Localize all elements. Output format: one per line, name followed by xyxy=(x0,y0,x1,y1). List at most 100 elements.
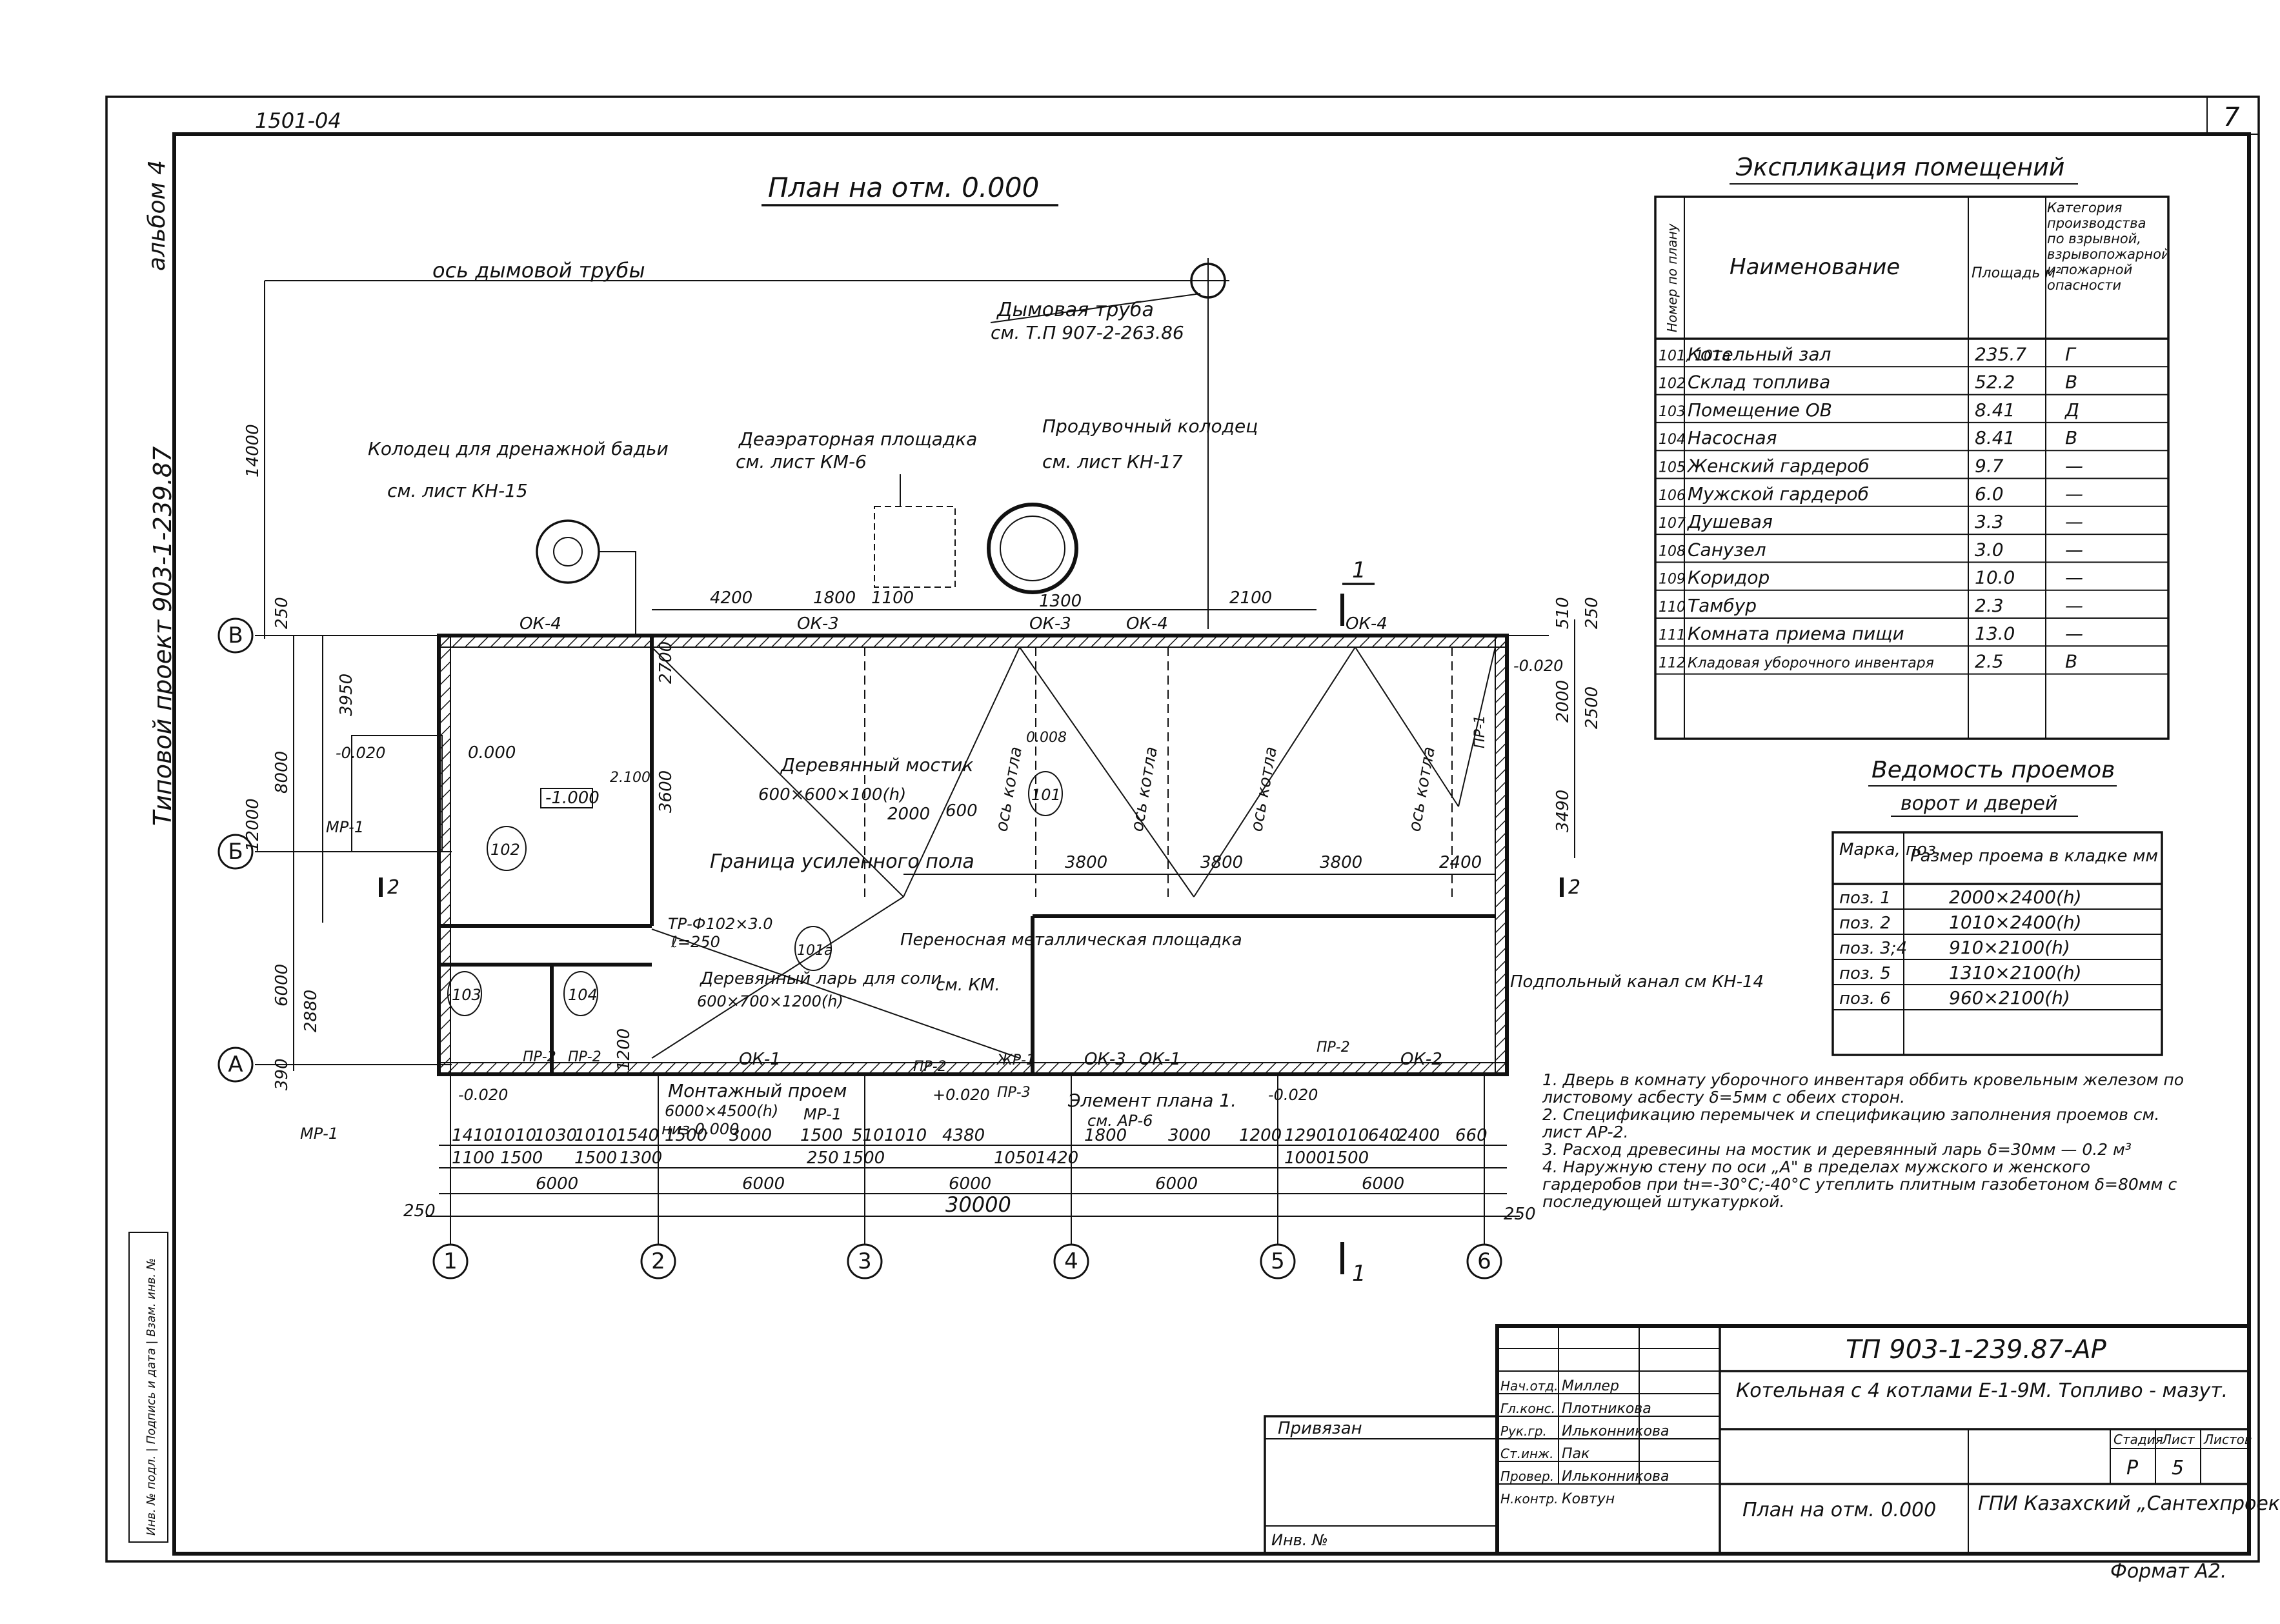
inner-frame xyxy=(172,132,2251,1556)
role-name: Ковтун xyxy=(1562,1491,1615,1507)
blowdown-ref: см. лист КН-17 xyxy=(1042,451,1183,472)
boiler-axis-1: ось котла xyxy=(992,745,1026,833)
blowdown-label: Продувочный колодец xyxy=(1042,416,1258,437)
svg-text:1500: 1500 xyxy=(842,1148,885,1168)
table-cell: 960×2100(h) xyxy=(1949,987,2070,1008)
svg-text:2000: 2000 xyxy=(1553,680,1573,723)
table-cell: Комната приема пищи xyxy=(1688,623,1904,644)
svg-text:510: 510 xyxy=(1553,597,1573,629)
svg-text:1200: 1200 xyxy=(1239,1126,1282,1145)
svg-text:102: 102 xyxy=(490,841,520,859)
svg-text:6000: 6000 xyxy=(1155,1174,1198,1194)
mount-opening: Монтажный проем xyxy=(668,1080,847,1101)
svg-text:1410: 1410 xyxy=(452,1126,494,1145)
table-cell: поз. 3;4 xyxy=(1839,939,1907,958)
svg-text:2700: 2700 xyxy=(656,641,676,684)
role-title: Ст.инж. xyxy=(1500,1446,1553,1461)
drain-well-outer xyxy=(536,519,600,584)
svg-text:5: 5 xyxy=(1271,1248,1285,1274)
svg-text:2400: 2400 xyxy=(1397,1126,1440,1145)
svg-text:ОК-2: ОК-2 xyxy=(1400,1050,1442,1069)
svg-text:0.000: 0.000 xyxy=(468,743,516,763)
table-cell: Тамбур xyxy=(1688,595,1757,616)
svg-text:1800: 1800 xyxy=(1084,1126,1127,1145)
svg-text:390: 390 xyxy=(272,1058,292,1090)
drain-well-inner xyxy=(553,537,583,566)
table-cell: 52.2 xyxy=(1975,372,2015,393)
svg-text:1100: 1100 xyxy=(452,1148,494,1168)
svg-text:6000: 6000 xyxy=(536,1174,578,1194)
svg-text:2: 2 xyxy=(651,1248,665,1274)
table-cell: 8.41 xyxy=(1975,399,2015,421)
table-cell: 111 xyxy=(1659,627,1686,643)
svg-text:ОК-1: ОК-1 xyxy=(739,1050,781,1069)
plan-title: План на отм. 0.000 xyxy=(768,172,1039,203)
bottom-dim-row-2: 1100 1500 1500 1300 250 1500 1050 1420 1… xyxy=(439,1148,1507,1168)
svg-text:1050: 1050 xyxy=(994,1148,1036,1168)
table-cell: — xyxy=(2065,567,2083,588)
svg-text:МР-1: МР-1 xyxy=(326,818,364,836)
svg-text:4200: 4200 xyxy=(710,588,752,608)
role-title: Н.контр. xyxy=(1500,1491,1559,1507)
mount-bottom: низ 0.000 xyxy=(661,1120,739,1138)
openings-table-subtitle: ворот и дверей xyxy=(1901,792,2057,815)
svg-text:А: А xyxy=(228,1052,243,1078)
table-cell: 3.3 xyxy=(1975,511,2004,532)
svg-text:30000: 30000 xyxy=(945,1192,1011,1217)
svg-text:ОК-4: ОК-4 xyxy=(520,614,561,634)
deaerator-platform xyxy=(874,506,956,588)
tb-sheet-title: План на отм. 0.000 xyxy=(1742,1499,1936,1521)
svg-text:1500: 1500 xyxy=(800,1126,843,1145)
svg-text:МР-1: МР-1 xyxy=(300,1125,338,1143)
room-markers: 101 101а 102 103 104 xyxy=(447,771,1063,1016)
svg-text:250: 250 xyxy=(807,1148,839,1168)
inner-dimensions: 3800 3800 3800 2400 2000 600 xyxy=(887,801,1495,875)
svg-text:ОК-4: ОК-4 xyxy=(1346,614,1387,634)
tb-stage-h: Стадия xyxy=(2114,1432,2163,1447)
svg-text:250: 250 xyxy=(403,1201,436,1221)
note-4: 4. Наружную стену по оси „А" в пределах … xyxy=(1542,1158,2177,1211)
tb-format: Формат А2. xyxy=(2110,1560,2226,1583)
svg-text:1540: 1540 xyxy=(616,1126,659,1145)
table-cell: 10.0 xyxy=(1975,567,2015,588)
well-drain-label: Колодец для дренажной бадьи xyxy=(368,438,669,459)
rooms-table-title: Экспликация помещений xyxy=(1735,153,2065,181)
svg-text:ПР-2: ПР-2 xyxy=(523,1049,556,1065)
svg-text:6000: 6000 xyxy=(1362,1174,1404,1194)
svg-text:8000: 8000 xyxy=(272,751,292,794)
table-cell: Санузел xyxy=(1688,539,1766,560)
well-drain-ref: см. лист КН-15 xyxy=(387,480,528,501)
svg-text:3000: 3000 xyxy=(1168,1126,1211,1145)
svg-text:2100: 2100 xyxy=(1229,588,1272,608)
table-cell: 9.7 xyxy=(1975,456,2004,477)
svg-text:1: 1 xyxy=(1352,1261,1366,1287)
svg-text:14000: 14000 xyxy=(243,424,263,477)
table-cell: В xyxy=(2065,372,2077,393)
svg-text:3950: 3950 xyxy=(337,674,356,716)
axis-numbers: 1 2 3 4 5 6 xyxy=(432,1074,1502,1279)
outer-frame xyxy=(105,95,2260,1563)
table-cell: 106 xyxy=(1659,488,1686,504)
right-dimensions: 510 250 2000 2500 3490 xyxy=(1553,597,1602,858)
sheet-number: 7 xyxy=(2223,103,2240,132)
svg-text:3600: 3600 xyxy=(656,770,676,813)
table-cell: 108 xyxy=(1659,543,1686,559)
table-cell: 1010×2400(h) xyxy=(1949,912,2082,933)
table-cell: 6.0 xyxy=(1975,483,2004,505)
svg-text:3000: 3000 xyxy=(729,1126,772,1145)
table-cell: 910×2100(h) xyxy=(1949,937,2070,958)
svg-text:ЖР-1: ЖР-1 xyxy=(996,1052,1035,1068)
table-cell: Женский гардероб xyxy=(1686,456,1870,477)
svg-text:103: 103 xyxy=(452,986,481,1004)
svg-text:Б: Б xyxy=(228,839,243,865)
svg-text:2000: 2000 xyxy=(887,805,930,824)
svg-text:ПР-2: ПР-2 xyxy=(1317,1039,1350,1056)
svg-text:1010: 1010 xyxy=(884,1126,927,1145)
title-block: Привязан Инв. № ТП 903-1-239.87-АР Котел… xyxy=(1264,1324,2280,1583)
element-ref: см. АР-6 xyxy=(1087,1112,1153,1130)
svg-text:1800: 1800 xyxy=(813,588,856,608)
svg-text:1500: 1500 xyxy=(665,1126,707,1145)
role-title: Гл.конс. xyxy=(1500,1401,1555,1416)
svg-text:1300: 1300 xyxy=(620,1148,662,1168)
